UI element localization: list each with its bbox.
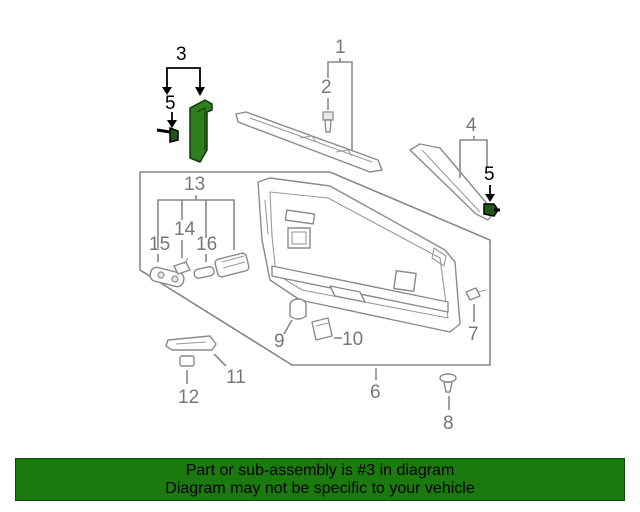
- part-10-cover[interactable]: [311, 317, 333, 341]
- part-5-clip-left[interactable]: [156, 126, 179, 143]
- arrow-5-right: [485, 194, 495, 202]
- part-8-push-clip[interactable]: [439, 373, 457, 393]
- assembly-box: [139, 171, 491, 366]
- callout-16: 16: [196, 234, 217, 255]
- callout-1: 1: [335, 37, 346, 58]
- part-4-side-rail[interactable]: [409, 143, 495, 221]
- arrow-3a: [162, 87, 172, 95]
- callout-13: 13: [184, 174, 205, 195]
- info-banner: Part or sub-assembly is #3 in diagram Di…: [15, 458, 625, 501]
- part-14-bulb-socket[interactable]: [173, 257, 191, 275]
- callout-5-left: 5: [165, 93, 176, 114]
- leader-13: [157, 195, 235, 250]
- part-5-clip-right[interactable]: [483, 203, 500, 217]
- part-11-handle[interactable]: [165, 335, 217, 351]
- leader-4: [459, 136, 488, 178]
- leader-9: [283, 319, 293, 335]
- part-6-liftgate-panel[interactable]: [257, 177, 461, 333]
- arrow-5-left: [167, 120, 177, 128]
- part-15-lens[interactable]: [149, 266, 185, 288]
- callout-6: 6: [370, 382, 381, 403]
- part-9-bumper[interactable]: [289, 298, 307, 320]
- callout-15: 15: [149, 234, 170, 255]
- callout-7: 7: [468, 324, 479, 345]
- part-7-clip[interactable]: [465, 287, 487, 301]
- callout-12: 12: [178, 387, 199, 408]
- callout-2: 2: [321, 77, 332, 98]
- part-1-rail-trim[interactable]: [235, 111, 383, 173]
- leader-3: [166, 67, 201, 94]
- banner-line-2: Diagram may not be specific to your vehi…: [165, 479, 475, 497]
- callout-3: 3: [176, 44, 187, 65]
- part-3-pillar-trim[interactable]: [189, 99, 213, 163]
- callout-9: 9: [274, 331, 285, 352]
- part-13-lamp-housing[interactable]: [214, 252, 250, 278]
- leader-1: [327, 58, 353, 150]
- leader-11: [213, 353, 227, 367]
- callout-14: 14: [174, 219, 196, 240]
- callout-8: 8: [443, 413, 454, 434]
- callout-4: 4: [466, 115, 477, 136]
- part-2-screw[interactable]: [322, 111, 334, 133]
- arrow-3b: [195, 87, 205, 96]
- part-12-cap[interactable]: [179, 355, 195, 367]
- callout-5-right: 5: [484, 164, 495, 185]
- parts-diagram: 3 5 1 2 4 5: [139, 37, 500, 434]
- callout-11: 11: [226, 367, 246, 388]
- leader-14-15-16: [157, 240, 207, 262]
- part-16-bulb[interactable]: [193, 266, 215, 279]
- callout-10: 10: [342, 329, 363, 350]
- banner-line-1: Part or sub-assembly is #3 in diagram: [185, 461, 455, 479]
